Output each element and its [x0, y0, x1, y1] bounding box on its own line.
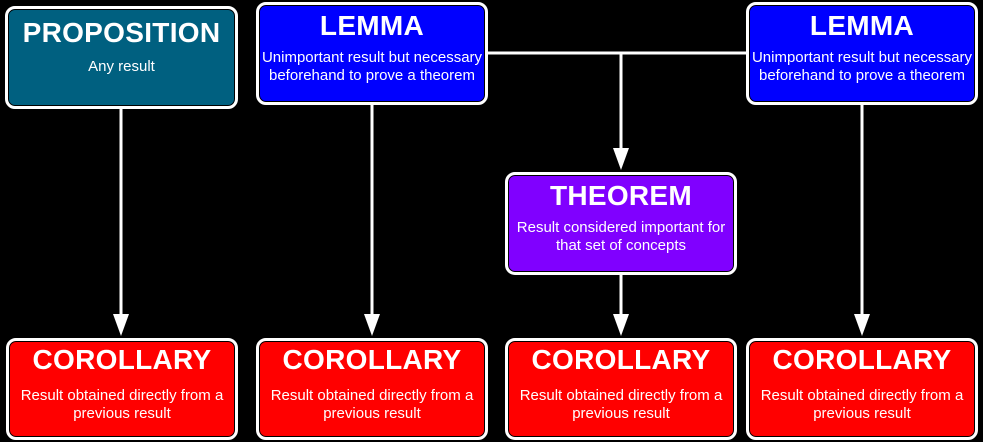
- corollary-title: COROLLARY: [531, 344, 711, 375]
- corollary-node: COROLLARY Result obtained directly from …: [6, 338, 238, 440]
- arrow-theorem-to-corollary: [613, 275, 629, 336]
- theorem-node: THEOREM Result considered important for …: [505, 172, 737, 275]
- corollary-description: Result obtained directly from a previous…: [519, 387, 723, 422]
- arrow-proposition-to-corollary: [113, 109, 129, 336]
- corollary-description: Result obtained directly from a previous…: [760, 387, 964, 422]
- proposition-title: PROPOSITION: [22, 17, 221, 48]
- lemma-description: Unimportant result but necessary beforeh…: [261, 49, 483, 84]
- arrow-lemmas-to-theorem: [613, 53, 629, 170]
- corollary-node: COROLLARY Result obtained directly from …: [746, 338, 978, 440]
- corollary-title: COROLLARY: [772, 344, 952, 375]
- lemma-title: LEMMA: [809, 10, 915, 41]
- lemma-title: LEMMA: [319, 10, 425, 41]
- lemma-node-right: LEMMA Unimportant result but necessary b…: [746, 2, 978, 105]
- arrow-lemma-right-to-corollary: [854, 105, 870, 336]
- corollary-title: COROLLARY: [282, 344, 462, 375]
- lemma-node-left: LEMMA Unimportant result but necessary b…: [256, 2, 488, 105]
- theorem-title: THEOREM: [549, 180, 693, 211]
- corollary-title: COROLLARY: [32, 344, 212, 375]
- corollary-node: COROLLARY Result obtained directly from …: [505, 338, 737, 440]
- corollary-description: Result obtained directly from a previous…: [270, 387, 474, 422]
- proposition-description: Any result: [88, 58, 155, 75]
- corollary-description: Result obtained directly from a previous…: [20, 387, 224, 422]
- proposition-node: PROPOSITION Any result: [5, 6, 238, 109]
- theorem-description: Result considered important for that set…: [516, 219, 726, 254]
- lemma-description: Unimportant result but necessary beforeh…: [751, 49, 973, 84]
- corollary-node: COROLLARY Result obtained directly from …: [256, 338, 488, 440]
- arrow-lemma-left-to-corollary: [364, 105, 380, 336]
